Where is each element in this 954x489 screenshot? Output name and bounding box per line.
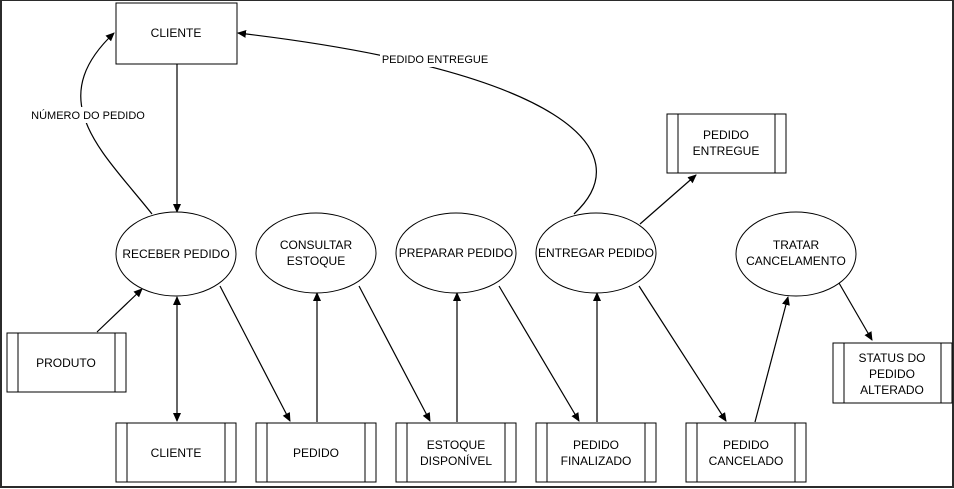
svg-text:ESTOQUE: ESTOQUE [287, 254, 345, 268]
svg-text:CLIENTE: CLIENTE [151, 446, 202, 460]
process-entregar-pedido[interactable]: ENTREGAR PEDIDO [535, 212, 657, 294]
svg-text:PEDIDO: PEDIDO [703, 128, 749, 142]
edge-cancelado-to-tratar [754, 296, 790, 423]
edge-tratar-to-status [838, 282, 873, 341]
store-pedido[interactable]: PEDIDO [255, 422, 377, 483]
svg-text:ESTOQUE: ESTOQUE [427, 438, 485, 452]
svg-text:CANCELADO: CANCELADO [709, 454, 784, 468]
svg-text:CANCELAMENTO: CANCELAMENTO [746, 254, 846, 268]
label-numero-do-pedido: NÚMERO DO PEDIDO [31, 109, 145, 122]
svg-text:PEDIDO: PEDIDO [869, 367, 915, 381]
svg-text:TRATAR: TRATAR [773, 238, 820, 252]
svg-text:ENTREGUE: ENTREGUE [693, 144, 760, 158]
svg-text:ENTREGAR PEDIDO: ENTREGAR PEDIDO [538, 246, 654, 260]
svg-text:STATUS DO: STATUS DO [859, 351, 926, 365]
svg-text:PREPARAR PEDIDO: PREPARAR PEDIDO [399, 246, 513, 260]
edge-consultar-to-estoque [358, 285, 431, 422]
svg-text:PRODUTO: PRODUTO [36, 356, 96, 370]
process-receber-pedido[interactable]: RECEBER PEDIDO [115, 211, 237, 297]
svg-text:CLIENTE: CLIENTE [151, 26, 202, 40]
store-status-pedido-alterado[interactable]: STATUS DO PEDIDO ALTERADO [832, 342, 953, 404]
store-pedido-entregue[interactable]: PEDIDO ENTREGUE [666, 113, 787, 174]
edge-preparar-to-finalizado [498, 285, 580, 422]
svg-text:PEDIDO: PEDIDO [723, 438, 769, 452]
svg-text:PEDIDO: PEDIDO [293, 446, 339, 460]
store-produto[interactable]: PRODUTO [6, 332, 127, 393]
process-preparar-pedido[interactable]: PREPARAR PEDIDO [395, 212, 517, 294]
svg-text:FINALIZADO: FINALIZADO [561, 454, 632, 468]
process-consultar-estoque[interactable]: CONSULTAR ESTOQUE [255, 212, 377, 294]
edge-produto-to-receber [96, 288, 143, 333]
svg-text:RECEBER PEDIDO: RECEBER PEDIDO [122, 247, 229, 261]
svg-text:PEDIDO: PEDIDO [573, 438, 619, 452]
edge-receber-to-pedido [219, 285, 291, 422]
store-cliente[interactable]: CLIENTE [115, 422, 237, 483]
svg-text:ALTERADO: ALTERADO [860, 383, 924, 397]
store-estoque-disponivel[interactable]: ESTOQUE DISPONÍVEL [395, 422, 517, 483]
edge-entregar-to-cancelado [638, 285, 727, 422]
store-pedido-finalizado[interactable]: PEDIDO FINALIZADO [535, 422, 657, 483]
store-pedido-cancelado[interactable]: PEDIDO CANCELADO [685, 422, 807, 483]
svg-text:DISPONÍVEL: DISPONÍVEL [420, 453, 492, 468]
svg-text:CONSULTAR: CONSULTAR [280, 238, 353, 252]
label-pedido-entregue: PEDIDO ENTREGUE [382, 54, 488, 66]
edge-entregar-to-cliente [237, 29, 597, 215]
edge-entregar-to-entregue-store [639, 174, 697, 225]
edge-receber-to-cliente-numero [80, 32, 153, 215]
entity-cliente[interactable]: CLIENTE [115, 2, 238, 65]
process-tratar-cancelamento[interactable]: TRATAR CANCELAMENTO [735, 211, 857, 297]
